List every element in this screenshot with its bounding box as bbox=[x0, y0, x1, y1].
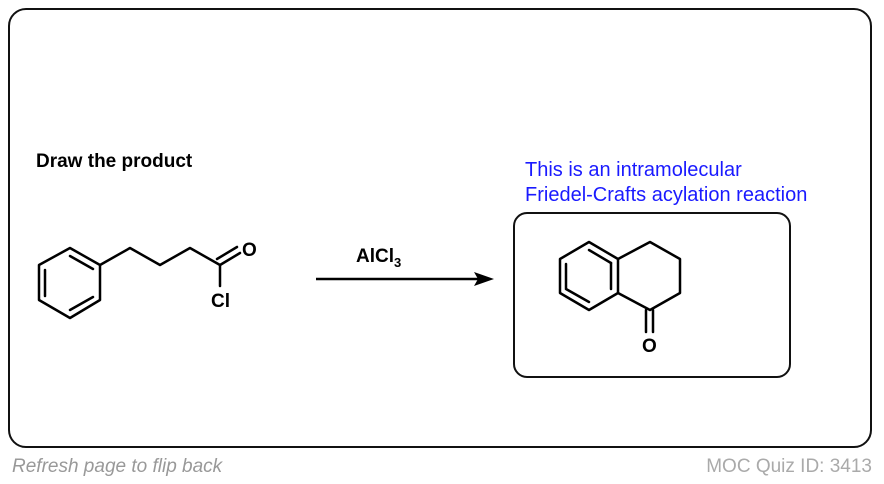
reagent-main: AlCl bbox=[356, 246, 394, 267]
reactant-molecule bbox=[37, 245, 242, 320]
product-oxygen-label: O bbox=[642, 336, 657, 357]
flashcard[interactable] bbox=[8, 8, 872, 448]
reactant-oxygen-label: O bbox=[242, 240, 257, 261]
answer-hint: This is an intramolecular Friedel-Crafts… bbox=[525, 158, 807, 208]
answer-box bbox=[513, 212, 791, 378]
prompt-text: Draw the product bbox=[36, 151, 193, 172]
flip-back-hint: Refresh page to flip back bbox=[12, 456, 223, 477]
reaction-arrow bbox=[316, 272, 494, 286]
quiz-id: MOC Quiz ID: 3413 bbox=[706, 456, 872, 477]
hint-line-2: Friedel-Crafts acylation reaction bbox=[525, 184, 808, 206]
reagent-label: AlCl3 bbox=[356, 246, 401, 270]
reagent-subscript: 3 bbox=[394, 255, 401, 270]
product-molecule bbox=[558, 240, 682, 334]
reactant-chlorine-label: Cl bbox=[211, 291, 230, 312]
hint-line-1: This is an intramolecular bbox=[525, 159, 742, 181]
